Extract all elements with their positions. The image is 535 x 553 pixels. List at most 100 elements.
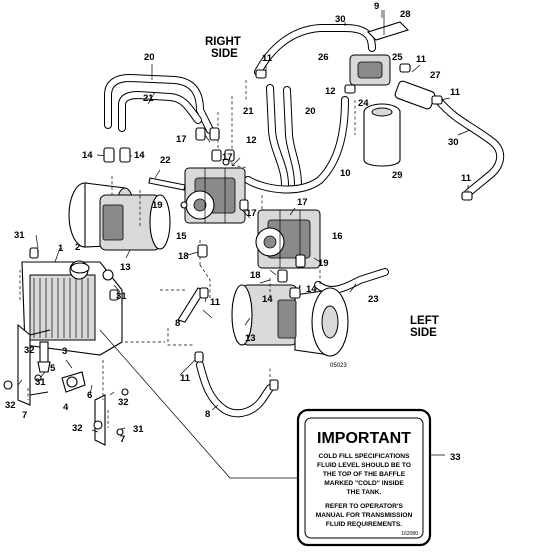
important-title: IMPORTANT: [317, 430, 411, 447]
callout-1: 1: [58, 243, 64, 254]
callout-6: 6: [87, 390, 92, 401]
callout-18-b: 18: [250, 270, 261, 281]
callout-31-c: 31: [35, 377, 46, 388]
callout-13-b: 13: [245, 333, 256, 344]
important-line-6: REFER TO OPERATOR'S: [325, 503, 403, 510]
callout-11-f: 11: [180, 373, 191, 384]
wheel-motor-13-lower: [231, 284, 349, 357]
drain-valve-4: [61, 371, 86, 393]
callout-21-a: 21: [143, 93, 154, 104]
callout-3: 3: [62, 346, 67, 357]
callout-13-a: 13: [120, 262, 131, 273]
important-line-3: THE TOP OF THE BAFFLE: [323, 471, 406, 478]
callout-31-d: 31: [133, 424, 144, 435]
callout-15: 15: [176, 231, 187, 242]
tube-22: [148, 177, 186, 191]
callout-8-a: 8: [175, 318, 180, 329]
valve-27: [394, 80, 436, 110]
important-decal-33: IMPORTANT COLD FILL SPECIFICATIONS FLUID…: [296, 408, 432, 547]
filter-head-26: [349, 54, 391, 86]
callout-4: 4: [63, 402, 69, 413]
callout-17-b: 17: [222, 152, 233, 163]
side-labels: RIGHT SIDE LEFT SIDE 05023: [205, 36, 439, 369]
callout-14-d: 14: [306, 284, 317, 295]
hose-23: [314, 268, 389, 294]
hose-21-20-vertical: [266, 84, 302, 189]
callout-21-b: 21: [243, 106, 254, 117]
figure-id: 05023: [330, 363, 347, 369]
callout-18-a: 18: [178, 251, 189, 262]
callout-10: 10: [340, 168, 351, 179]
callout-32-d: 32: [72, 423, 83, 434]
callout-32-b: 32: [24, 345, 35, 356]
important-line-5: THE TANK.: [347, 489, 382, 496]
callout-11-b: 11: [416, 54, 427, 65]
left-side-label-line-1: LEFT: [410, 315, 439, 327]
callout-25: 25: [392, 52, 403, 63]
left-side-label-line-2: SIDE: [410, 327, 437, 339]
callout-17-d: 17: [297, 197, 308, 208]
important-part-code: 162080: [401, 531, 418, 537]
callout-2: 2: [75, 242, 80, 253]
callout-32-c: 32: [118, 397, 129, 408]
callout-12-b: 12: [246, 135, 257, 146]
oil-cooler-tank-1: [21, 260, 123, 356]
hydraulic-pump-16: [255, 209, 321, 269]
bracket-28: [366, 10, 410, 41]
fittings: [3, 63, 473, 436]
important-line-1: COLD FILL SPECIFICATIONS: [319, 453, 411, 460]
callout-14-b: 14: [134, 150, 145, 161]
callout-14-c: 14: [262, 294, 273, 305]
important-line-2: FLUID LEVEL SHOULD BE TO: [317, 462, 411, 469]
callout-16: 16: [332, 231, 343, 242]
callout-11-c: 11: [450, 87, 461, 98]
leader-lines: [17, 10, 471, 479]
callout-19-a: 19: [152, 200, 163, 211]
hose-10: [244, 96, 349, 194]
filter-29: [363, 103, 401, 167]
callout-28: 28: [400, 9, 411, 20]
callout-26: 26: [318, 52, 329, 63]
callout-8-b: 8: [205, 409, 210, 420]
brackets-7: [17, 323, 106, 446]
callout-31-b: 31: [116, 291, 127, 302]
right-side-label-line-2: SIDE: [211, 48, 238, 60]
callout-numbers: 1 2 3 4 5 6 7 7 8 8 9 10 11 11 11 11 11 …: [5, 1, 472, 463]
hydraulic-pump-15: [184, 167, 246, 224]
hose-20-upper: [104, 74, 214, 134]
hose-8-lower: [196, 361, 274, 418]
callout-22: 22: [160, 155, 171, 166]
callout-7-a: 7: [22, 410, 27, 421]
right-side-label-line-1: RIGHT: [205, 36, 241, 48]
callout-12-a: 12: [325, 86, 336, 97]
callout-7-b: 7: [120, 434, 125, 445]
hose-30: [254, 24, 505, 197]
important-line-4: MARKED "COLD" INSIDE: [324, 480, 404, 487]
callout-9: 9: [374, 1, 379, 12]
callout-11-d: 11: [461, 173, 472, 184]
tank-cap-2: [70, 262, 90, 274]
callout-17-a: 17: [176, 134, 187, 145]
callout-19-b: 19: [318, 258, 329, 269]
callout-20-a: 20: [144, 52, 155, 63]
important-line-7: MANUAL FOR TRANSMISSION: [316, 512, 413, 519]
callout-29: 29: [392, 170, 403, 181]
callout-30-a: 30: [335, 14, 346, 25]
important-line-8: FLUID REQUIREMENTS.: [326, 521, 402, 528]
callout-11-e: 11: [210, 297, 221, 308]
callout-17-c: 17: [246, 208, 257, 219]
fitting-3: [37, 341, 51, 373]
callout-11-a: 11: [262, 53, 273, 64]
dashed-connection-lines: [19, 80, 469, 428]
callout-5: 5: [50, 363, 56, 374]
callout-32-a: 32: [5, 400, 16, 411]
hose-21-upper: [118, 91, 202, 132]
callout-14-a: 14: [82, 150, 93, 161]
callout-27: 27: [430, 70, 441, 81]
callout-24: 24: [358, 98, 369, 109]
callout-31-a: 31: [14, 230, 25, 241]
callout-30-b: 30: [448, 137, 459, 148]
callout-33: 33: [450, 452, 461, 463]
